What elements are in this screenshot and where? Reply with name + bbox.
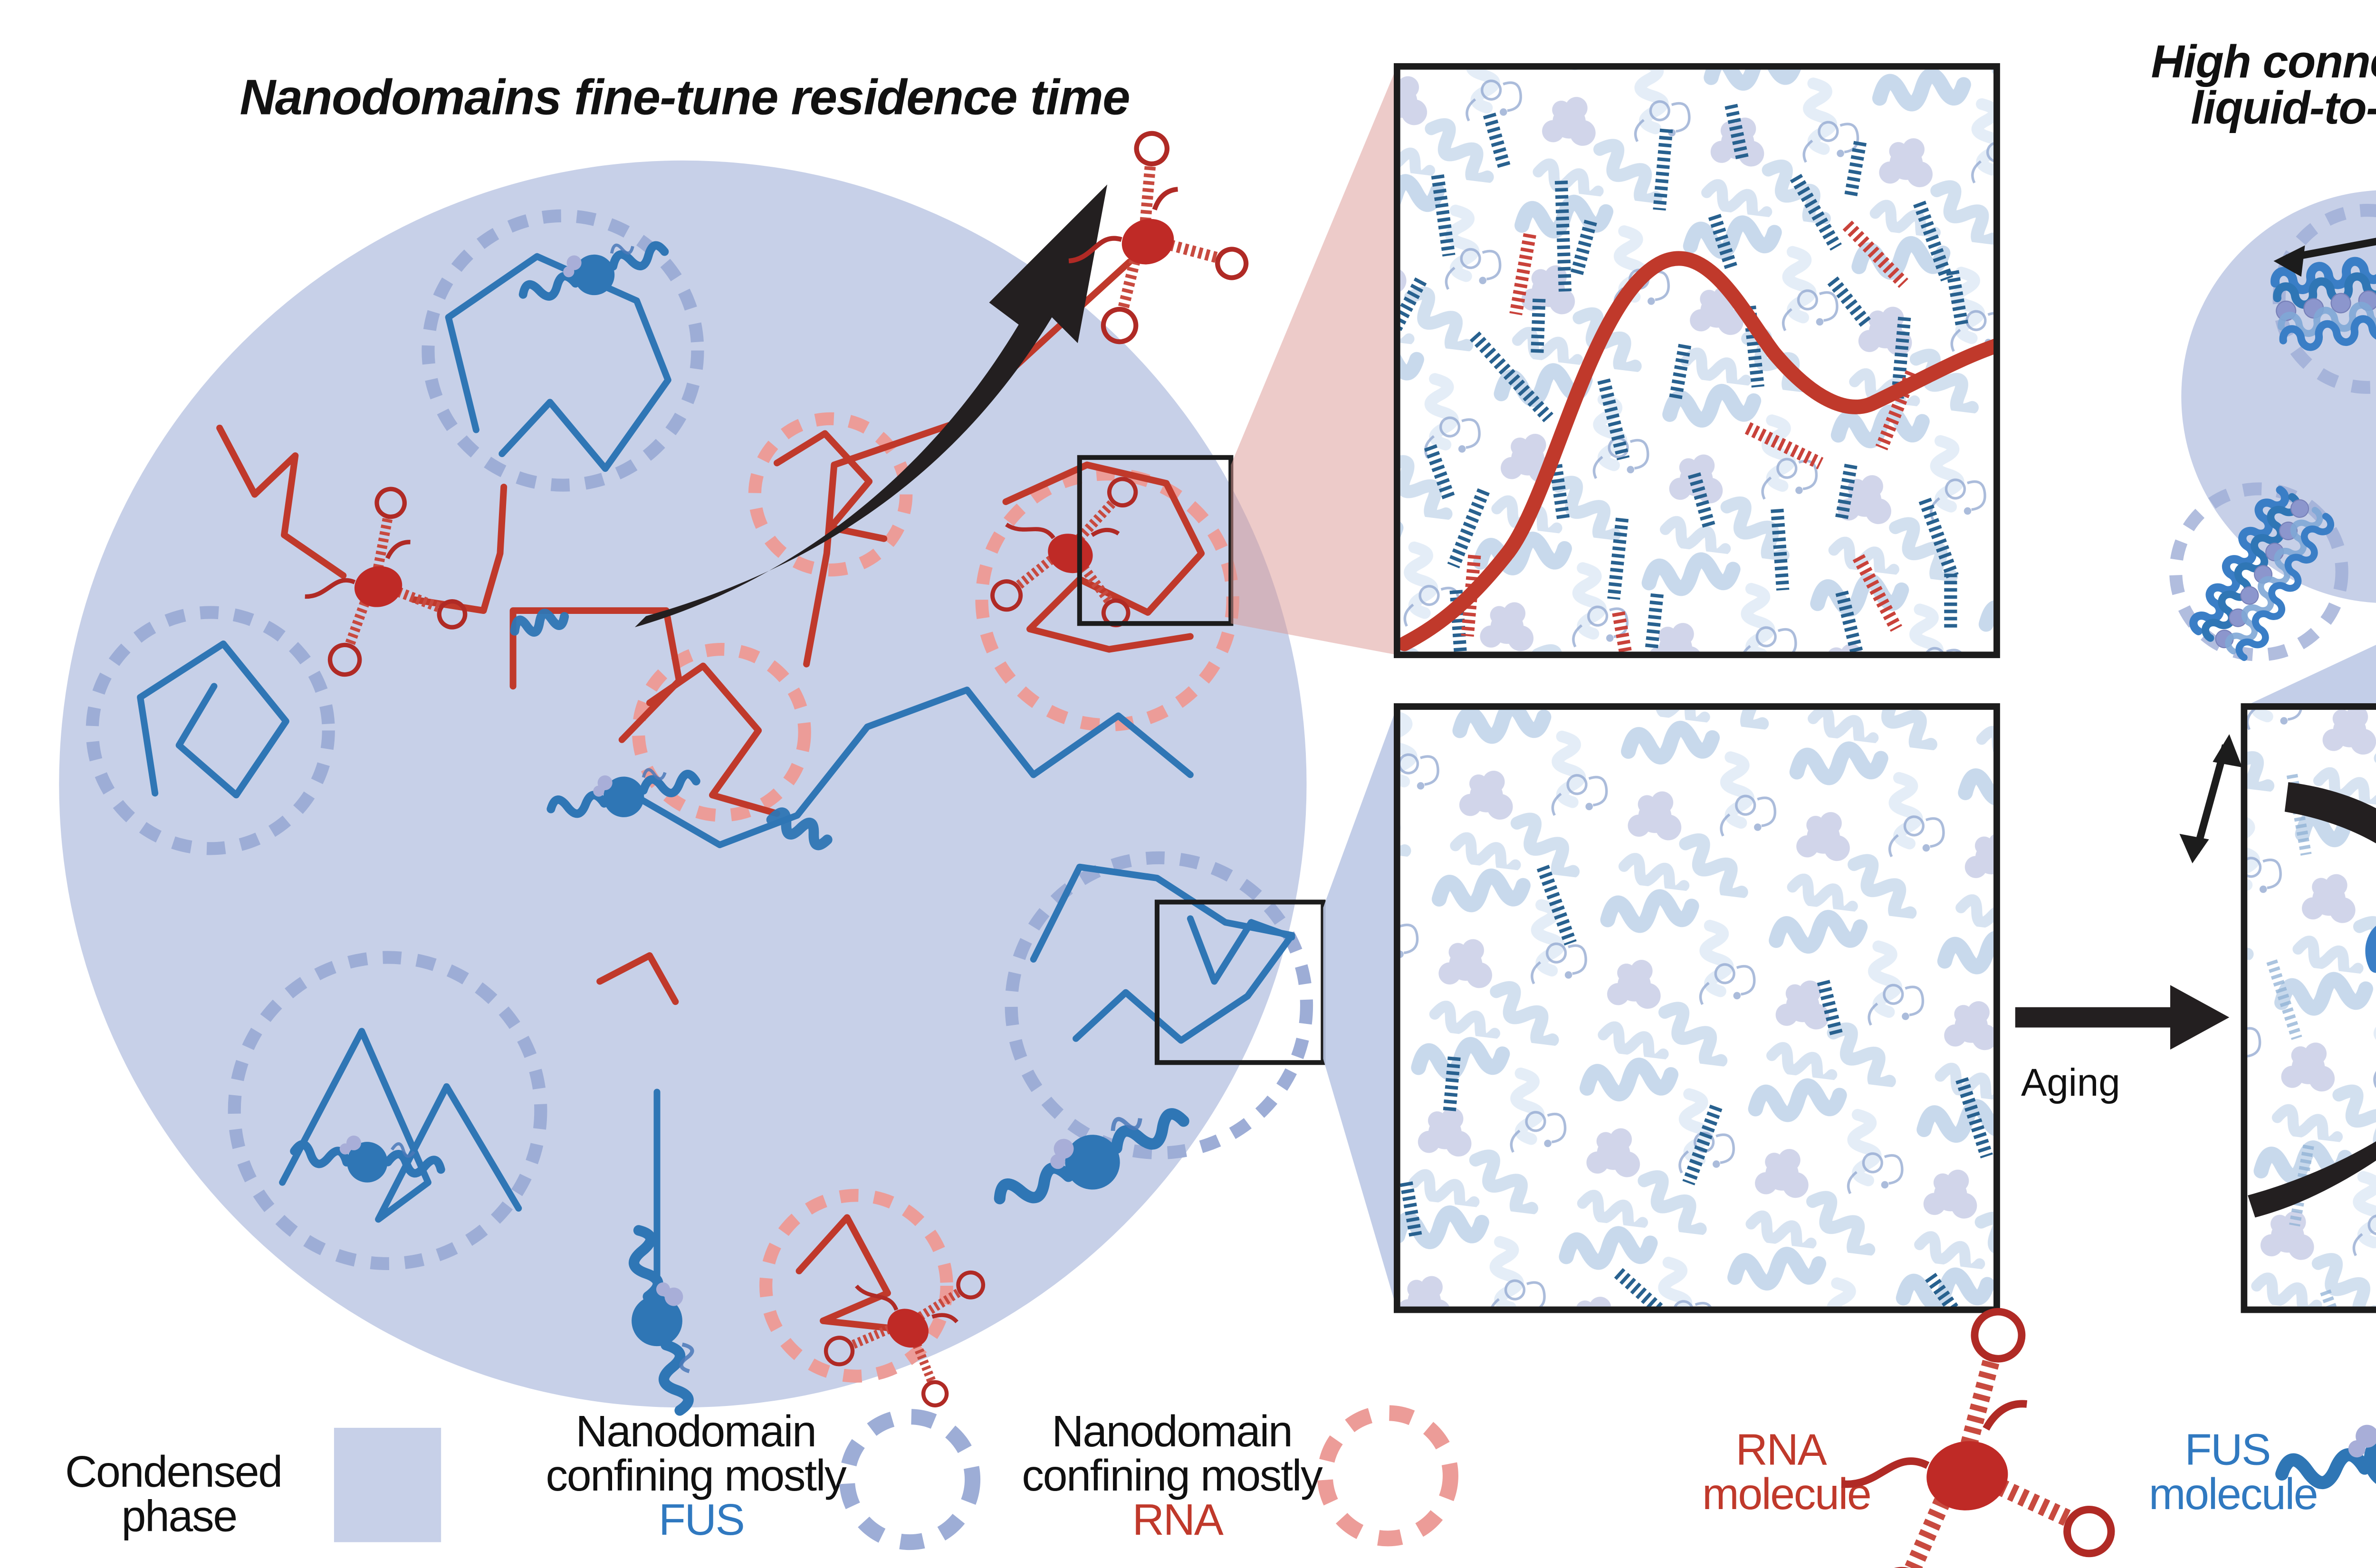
fus-nanodomain-3: [228, 951, 547, 1270]
left-condensate-section: Nanodomains fine-tune residence time: [59, 70, 1326, 1428]
recruitment-arrow-icon: [2284, 782, 2376, 843]
aging-label: Aging: [2021, 1061, 2120, 1104]
rna-trajectory: [795, 1214, 911, 1334]
zoom-wedge-rna: [1231, 66, 1397, 655]
rna-nanodomain-3: [632, 643, 811, 822]
remnant-dashed-circle: [2169, 482, 2348, 661]
rna-trajectory: [646, 662, 780, 817]
rna-nanodomain-1: [748, 412, 913, 577]
rna-trajectory: [410, 483, 508, 614]
fus-trajectory: [279, 1028, 522, 1223]
rna-panel-content: [1397, 105, 1997, 671]
aged-condensate-section: High connectivity promotes liquid-to-sol…: [2151, 36, 2376, 863]
fus-trajectory: [445, 253, 671, 472]
title-right-line1: High connectivity promotes: [2151, 36, 2376, 87]
zoom-wedge-fus: [1323, 706, 1397, 1310]
rna-trajectory: [596, 952, 679, 1005]
fus-trajectory: [633, 687, 1194, 849]
rna-escape-trajectory: [803, 258, 1133, 668]
arrowhead: [2179, 833, 2209, 863]
fibril-panel-content: [2248, 714, 2376, 1343]
recruitment-arrows: [2248, 782, 2376, 1218]
aging-transition: Aging: [2015, 985, 2230, 1104]
title-left: Nanodomains fine-tune residence time: [240, 70, 1130, 125]
rna-trajectories: [216, 258, 1205, 1334]
fus-trajectories: [137, 253, 1295, 1306]
arrowhead: [2273, 245, 2305, 277]
arrowhead: [2213, 734, 2242, 768]
fus-trajectory: [137, 640, 289, 799]
legend-nanodomain-fus-label: Nanodomain confining mostly FUS: [546, 1406, 857, 1544]
zoom-panel-fibril: [2241, 703, 2376, 1343]
aging-arrow-icon: [2015, 985, 2230, 1050]
zoom-panel-fus-nanodomain: [1394, 703, 2000, 1313]
fus-trajectory: [1187, 915, 1295, 985]
legend-rna-molecule-label: RNA molecule: [1702, 1425, 1870, 1519]
legend-fus-molecule-label: FUS molecule: [2149, 1425, 2317, 1519]
zoom-panel-rna-nanodomain: [1394, 63, 2000, 671]
fus-nanodomain-2: [86, 606, 335, 855]
fibril-mobility-arrows: [2179, 238, 2376, 863]
rna-trajectory: [216, 424, 347, 579]
zoom-wedge-fibril: [2244, 645, 2376, 707]
blue-dashed-circle-icon: [839, 1409, 981, 1550]
red-dashed-circle-icon: [1317, 1405, 1458, 1547]
rna-molecule-icon: [1821, 1300, 2120, 1568]
legend-condensed-phase-label: Condensed phase: [65, 1447, 293, 1540]
double-headed-arrow-icon: [2286, 238, 2376, 262]
fus-nanodomain-1: [422, 209, 704, 492]
legend: Condensed phase Nanodomain confining mos…: [65, 1300, 2376, 1568]
rna-strand-curve: [1397, 251, 1997, 651]
rna-nanodomain-4: [759, 1189, 953, 1383]
rna-trajectory: [1002, 461, 1205, 653]
fus-nanodomain-4: [1005, 851, 1313, 1160]
title-right-line2: liquid-to-solid transition: [2191, 82, 2376, 134]
condensed-phase-swatch: [334, 1427, 441, 1542]
recruitment-arrow-icon: [2248, 1141, 2376, 1218]
legend-nanodomain-rna-label: Nanodomain confining mostly RNA: [1022, 1406, 1333, 1544]
rna-trajectory: [773, 430, 888, 542]
